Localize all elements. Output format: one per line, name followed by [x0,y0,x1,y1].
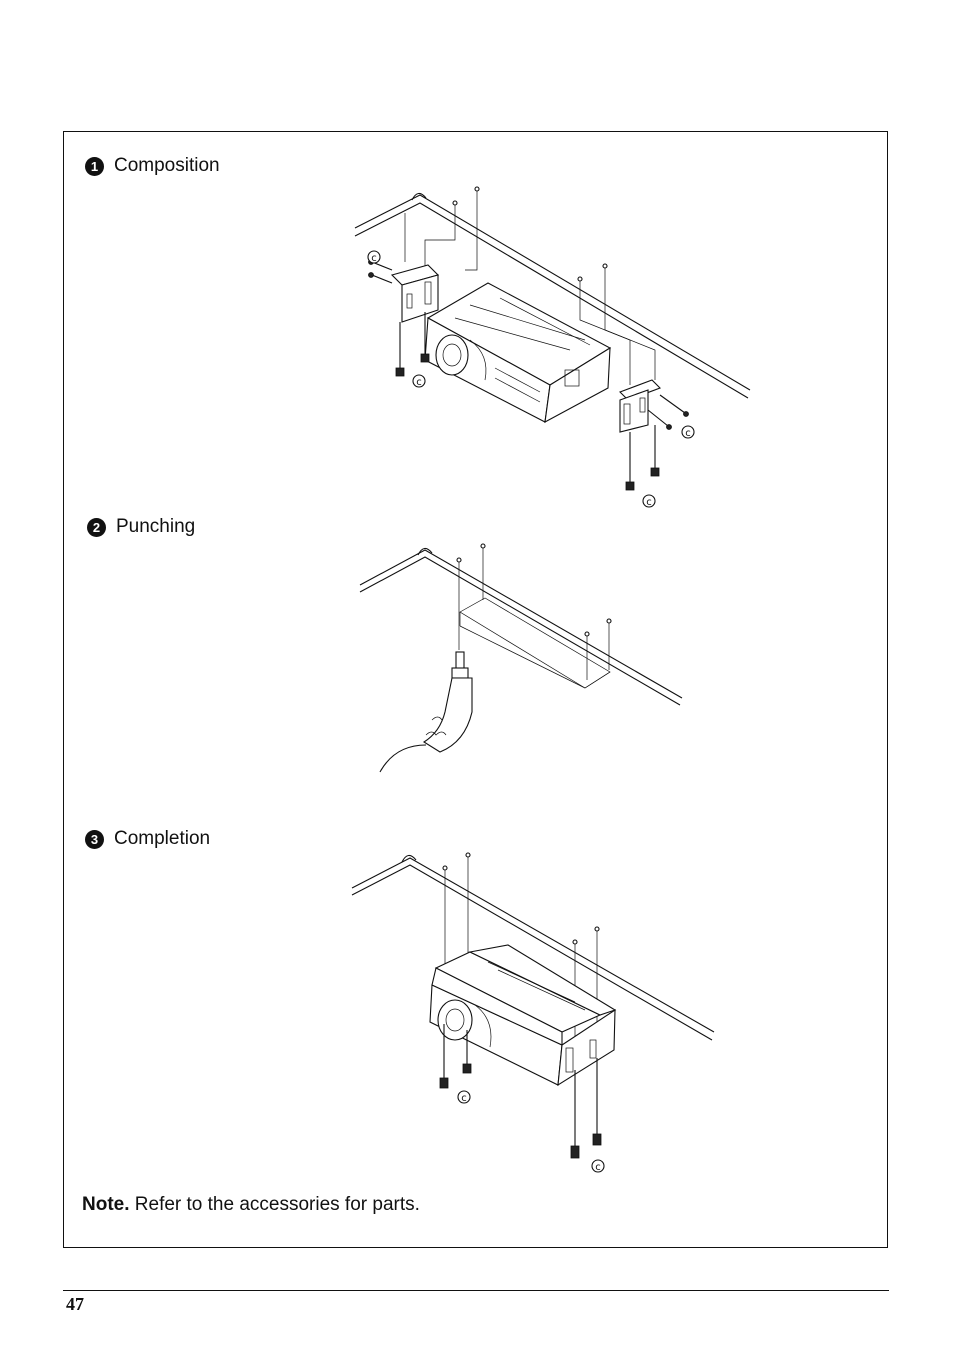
note-text: Note. Refer to the accessories for parts… [82,1194,420,1216]
step-2-number: 2 [87,517,106,537]
callout-c: c [646,497,652,508]
step-3-number: 3 [85,829,104,849]
step-1-label: Composition [114,155,220,176]
completion-illustration: c c [351,852,715,1173]
step-2-heading: 2 Punching [87,516,195,538]
punching-illustration [359,543,683,773]
footer-rule [63,1290,889,1291]
note-label: Note. [82,1194,130,1215]
step-3-label: Completion [114,828,211,849]
callout-c: c [371,253,377,264]
callout-c: c [595,1162,601,1173]
content-frame [63,131,888,1248]
callout-c: c [416,377,422,388]
step-1-heading: 1 Composition [85,155,220,177]
step-3-heading: 3 Completion [85,828,210,850]
step-1-number: 1 [85,156,104,176]
page-number: 47 [66,1294,84,1314]
note-body: Refer to the accessories for parts. [129,1194,420,1215]
composition-illustration: c c c c [354,186,751,508]
callout-c: c [685,428,691,439]
callout-c: c [461,1093,467,1104]
step-2-label: Punching [116,516,196,537]
